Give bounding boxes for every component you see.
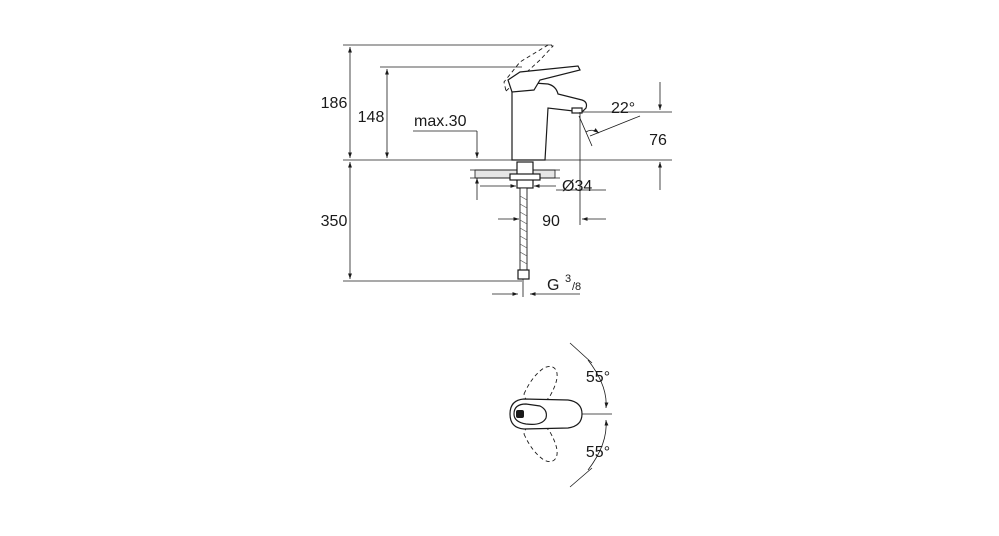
radial-line-upper bbox=[569, 342, 593, 364]
hose-connector bbox=[517, 269, 530, 280]
thread-fraction-denominator: /8 bbox=[572, 281, 581, 293]
lever-top bbox=[513, 403, 547, 425]
dimension-diameter-34: Ø34 bbox=[562, 178, 592, 195]
dimension-22-deg: 22° bbox=[611, 100, 635, 117]
dimension-55-lower: 55° bbox=[586, 444, 610, 461]
dimension-186: 186 bbox=[321, 95, 348, 112]
dimension-350: 350 bbox=[321, 213, 348, 230]
radial-line-lower bbox=[569, 467, 593, 488]
leader-22 bbox=[589, 115, 641, 137]
lever-handle bbox=[507, 65, 581, 93]
spout-outlet bbox=[571, 107, 583, 114]
angle-arc-upper bbox=[587, 359, 609, 409]
top-view: 55° 55° bbox=[509, 342, 612, 488]
angle-arc-lower bbox=[587, 419, 609, 471]
dimension-55-upper: 55° bbox=[586, 369, 610, 386]
dimension-148: 148 bbox=[358, 109, 385, 126]
faucet-body bbox=[511, 81, 588, 161]
logo-dot bbox=[516, 410, 524, 418]
thread-label: G bbox=[547, 277, 559, 294]
lever-alternate-position bbox=[503, 44, 554, 92]
angle-arc-22 bbox=[585, 128, 600, 134]
mounting-nut bbox=[509, 173, 541, 181]
thread-fraction-numerator: 3 bbox=[565, 273, 571, 285]
side-view: 186 148 350 max.30 76 22° bbox=[321, 44, 672, 297]
angle-ray-22 bbox=[578, 115, 593, 147]
hose-braid bbox=[519, 195, 528, 265]
dimension-90: 90 bbox=[542, 213, 560, 230]
dimension-max30: max.30 bbox=[414, 113, 467, 130]
dimension-76: 76 bbox=[649, 132, 667, 149]
